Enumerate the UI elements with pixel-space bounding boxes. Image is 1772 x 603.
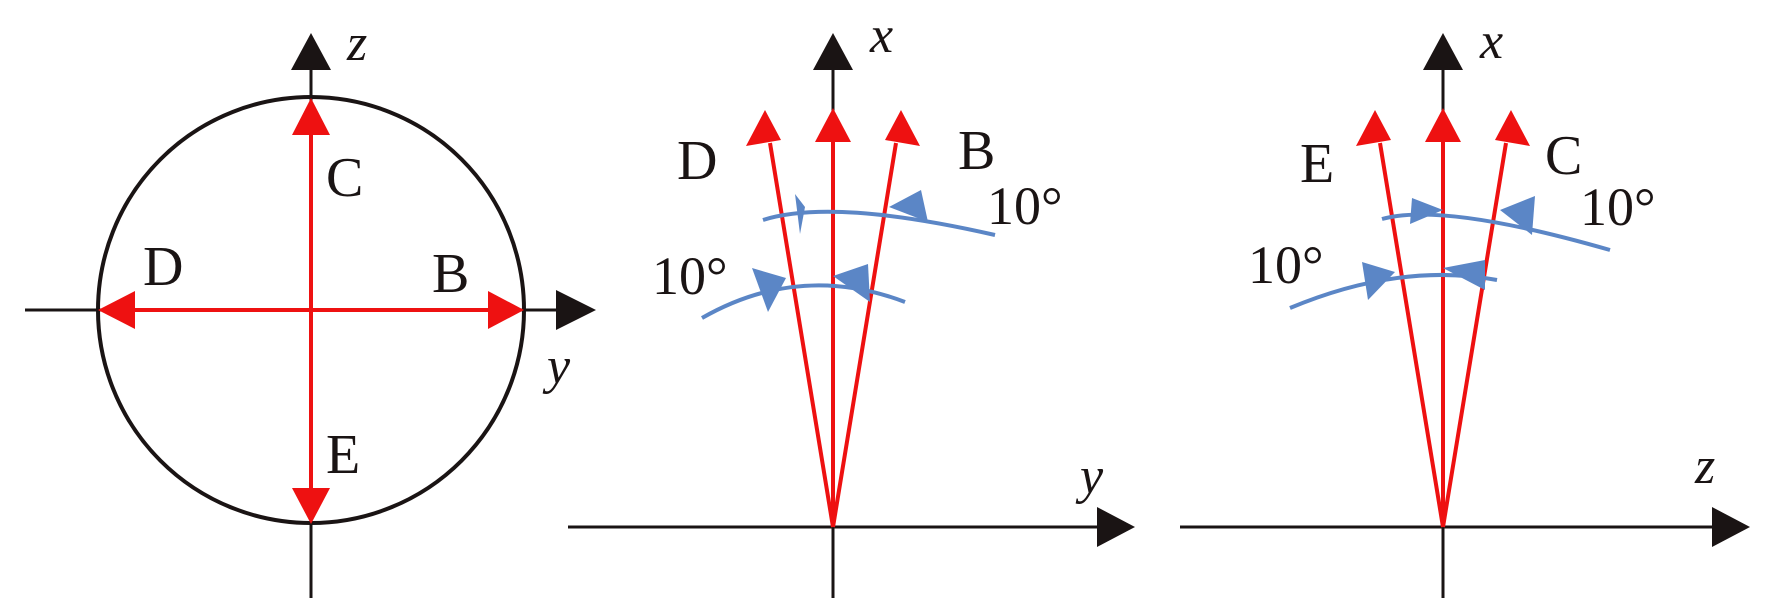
- angle-arc-upper-head-right: [1500, 196, 1535, 235]
- direction-label-right: B: [958, 120, 995, 182]
- horizontal-axis-label: z: [1694, 438, 1715, 495]
- angle-arc-upper: [1381, 212, 1611, 252]
- angle-arc-lower-head-left: [752, 268, 786, 312]
- direction-label-down: E: [326, 424, 360, 486]
- vertical-axis-arrowhead: [291, 33, 331, 70]
- ray-center-head: [815, 108, 851, 142]
- ray-left-head: [1356, 110, 1391, 146]
- panel-cross-section: z y C B D E: [25, 15, 596, 598]
- vertical-axis-label: x: [869, 7, 893, 64]
- horizontal-axis-label: y: [1075, 448, 1104, 505]
- vertical-axis-arrowhead: [1423, 33, 1463, 70]
- angle-arc-lower-head-left: [1362, 262, 1395, 300]
- angle-arc-lower-head-right: [833, 264, 870, 302]
- direction-arrow-down-head: [292, 488, 330, 524]
- direction-arrow-right-head: [488, 291, 524, 329]
- angle-label-upper: 10°: [987, 176, 1063, 236]
- ray-left-line: [1378, 142, 1445, 528]
- direction-label-left: D: [677, 130, 717, 192]
- angle-arc-upper-head-left: [795, 194, 805, 234]
- vertical-axis-label: x: [1479, 13, 1503, 70]
- ray-right-line: [1441, 142, 1508, 528]
- angle-label-upper: 10°: [1580, 177, 1656, 237]
- direction-label-up: C: [326, 147, 363, 209]
- vertical-axis-arrowhead: [813, 33, 853, 70]
- horizontal-axis-arrowhead: [1097, 507, 1135, 547]
- ray-right-head: [1495, 110, 1530, 146]
- angle-label-lower: 10°: [1248, 235, 1324, 295]
- horizontal-axis-arrowhead: [556, 290, 596, 330]
- panel-side-view-xy: x y D B 10° 10°: [568, 7, 1135, 598]
- ray-center-head: [1425, 108, 1461, 142]
- direction-arrow-up-head: [292, 98, 330, 135]
- direction-arrow-left-head: [98, 291, 135, 329]
- ray-left-line: [768, 142, 835, 528]
- angle-arc-lower-head-right: [1443, 260, 1485, 290]
- direction-label-right: B: [432, 243, 469, 305]
- angle-arc-upper: [762, 209, 996, 237]
- ray-left-head: [746, 110, 781, 146]
- panel-side-view-xz: x z E C 10° 10°: [1180, 13, 1750, 598]
- direction-label-right: C: [1545, 125, 1582, 187]
- ray-right-head: [885, 110, 920, 146]
- direction-label-left: D: [143, 236, 183, 298]
- angle-arc-upper-head-right: [889, 190, 928, 222]
- horizontal-axis-label: y: [542, 338, 571, 395]
- angle-label-lower: 10°: [652, 246, 728, 306]
- ray-right-line: [831, 142, 898, 528]
- angle-arc-lower: [701, 283, 906, 320]
- vertical-axis-label: z: [346, 15, 367, 72]
- horizontal-axis-arrowhead: [1712, 507, 1750, 547]
- angle-arc-upper-head-left: [1410, 198, 1443, 224]
- direction-label-left: E: [1300, 133, 1334, 195]
